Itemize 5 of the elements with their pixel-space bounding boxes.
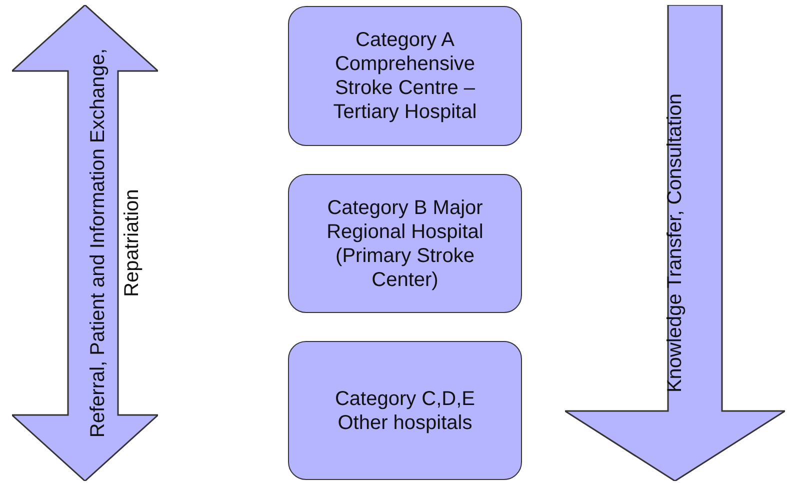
- arrow-label: Knowledge Transfer, Consultation: [663, 92, 687, 395]
- category-box: Category B Major Regional Hospital (Primary Stroke Center): [288, 174, 522, 313]
- category-box: Category A Comprehensive Stroke Centre – Tertiary Hospital: [288, 6, 522, 146]
- arrow-label: Referral, Patient and Information Exchange, Repatriation: [86, 47, 144, 440]
- category-box: Category C,D,E Other hospitals: [288, 341, 522, 480]
